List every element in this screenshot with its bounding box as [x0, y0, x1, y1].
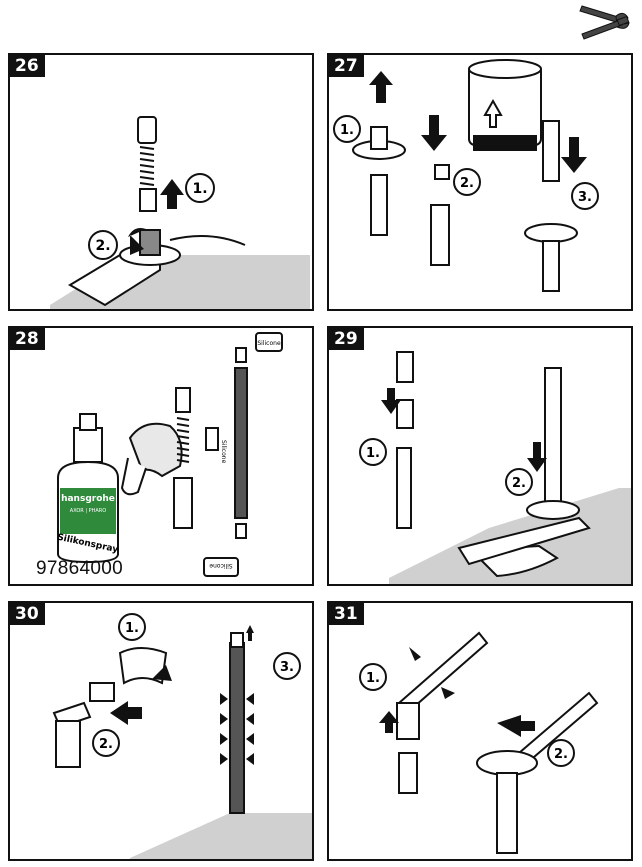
panel-number: 31 [329, 603, 364, 625]
panel-number: 28 [10, 328, 45, 350]
bottle-sub: AXOR | PHARO [70, 508, 106, 514]
step-label: 1. [366, 446, 380, 461]
step-label: 1. [125, 621, 139, 636]
step-panel-29: 29 1. 2. [327, 326, 633, 586]
step-panel-28: 28 hansgrohe AXOR | PHARO Silikonspray S… [8, 326, 314, 586]
panel-number: 26 [10, 55, 45, 77]
step-label: 1. [192, 181, 207, 197]
step-label: 2. [95, 238, 110, 254]
step-label: 2. [512, 476, 526, 491]
panel-number: 30 [10, 603, 45, 625]
step-label: 2. [99, 737, 113, 752]
step-26-illustration: 1. 2. [50, 116, 310, 309]
step-30-illustration: 1. 2. 3. [52, 613, 312, 859]
step-panel-30: 30 1. 2. 3. [8, 601, 314, 861]
tube-label: Silicone [209, 562, 233, 569]
step-27-illustration: 1. 2. 3. [333, 59, 599, 292]
panel-number: 27 [329, 55, 364, 77]
step-31-illustration: 1. 2. [359, 631, 599, 854]
bottle-brand: hansgrohe [61, 494, 115, 504]
step-panel-27: 27 1. 2. 3. [327, 53, 633, 311]
wrench-screwdriver-icon [576, 2, 632, 44]
step-29-illustration: 1. 2. [359, 351, 631, 584]
panel-number: 29 [329, 328, 364, 350]
step-label: 1. [366, 671, 380, 686]
tube-label: Silicone [257, 340, 281, 347]
step-label: 1. [340, 123, 354, 138]
step-28-illustration: hansgrohe AXOR | PHARO Silikonspray Sili… [56, 332, 283, 577]
step-panel-31: 31 1. 2. [327, 601, 633, 861]
step-label: 2. [554, 747, 568, 762]
step-label: 2. [460, 176, 474, 191]
step-label: 3. [280, 660, 294, 675]
step-panel-26: 26 1. 2. [8, 53, 314, 311]
step-label: 3. [578, 190, 592, 205]
product-code: 97864000 [36, 558, 123, 579]
tube-label: Silicone [220, 440, 227, 464]
